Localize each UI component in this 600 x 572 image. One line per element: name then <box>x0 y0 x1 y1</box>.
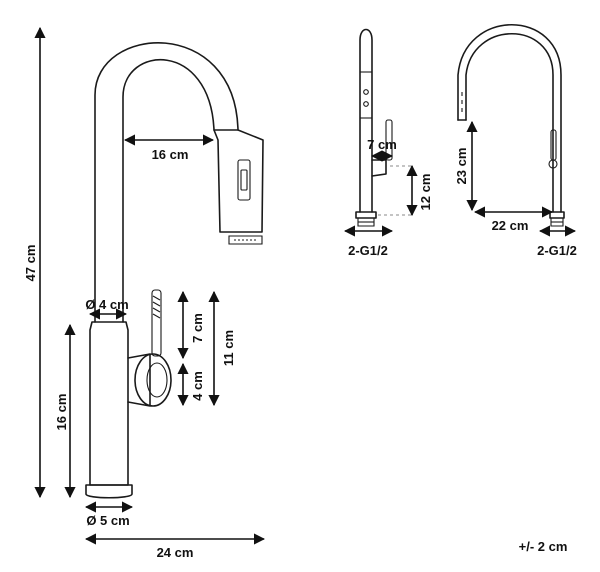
back-connection-label: 2-G1/2 <box>537 243 577 258</box>
faucet-body <box>85 321 133 499</box>
spray-head <box>213 129 264 245</box>
side-handle-height-label: 12 cm <box>418 174 433 211</box>
spout-reach-label: 16 cm <box>152 147 189 162</box>
spout-diameter-label: Ø 4 cm <box>85 297 128 312</box>
side-faucet-outline <box>355 28 393 227</box>
handle-height-label: 7 cm <box>190 313 205 343</box>
lever-height-label: 4 cm <box>190 371 205 401</box>
tolerance-note: +/- 2 cm <box>519 539 568 554</box>
side-handle-offset-label: 7 cm <box>367 137 397 152</box>
total-height-label: 47 cm <box>23 245 38 282</box>
base-width-label: 24 cm <box>157 545 194 560</box>
spout-outline <box>94 42 239 323</box>
side-view: 7 cm 12 cm 2-G1/2 <box>343 28 433 258</box>
front-view: 47 cm 16 cm Ø 4 cm 7 cm 4 cm 11 cm 16 cm… <box>23 26 266 560</box>
back-spout-reach-label: 22 cm <box>492 218 529 233</box>
base-diameter-label: Ø 5 cm <box>86 513 129 528</box>
lever-handle <box>127 289 172 407</box>
back-view: 23 cm 22 cm 2-G1/2 <box>454 23 577 258</box>
side-connection-label: 2-G1/2 <box>348 243 388 258</box>
lever-total-height-label: 11 cm <box>221 330 236 366</box>
body-height-label: 16 cm <box>54 394 69 431</box>
back-spout-height-label: 23 cm <box>454 148 469 185</box>
back-faucet-outline <box>457 23 565 227</box>
